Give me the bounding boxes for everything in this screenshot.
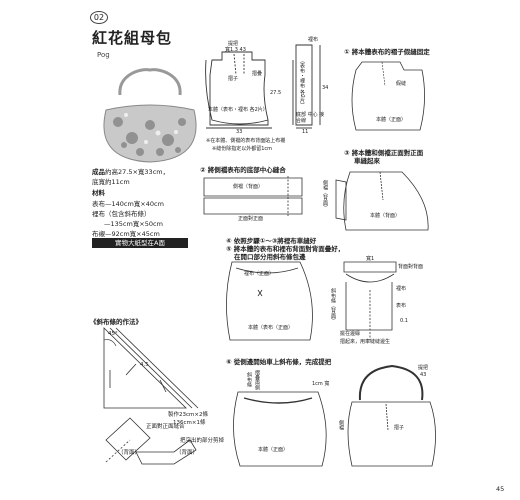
fold-label: 摺子 xyxy=(228,76,239,82)
pattern-note: 實物大紙型在A面 xyxy=(92,238,188,248)
step3-side: 側襠（背面） xyxy=(322,180,328,210)
step4c: 在開口部分用斜布條包邊 xyxy=(234,253,306,261)
handle-label: 提把 xyxy=(228,41,239,47)
bias-title: 《斜布條的作法》 xyxy=(90,318,142,326)
note1: ※在本體、側襠的表布背面貼上布襯 xyxy=(206,138,286,144)
side-h: 34 xyxy=(322,85,329,91)
step4-r7: 摺起來，用車縫縫邊生 xyxy=(340,339,391,345)
width-value: 33 xyxy=(236,129,243,135)
step4a: ④ 依照步驟①～③將裡布車縫好 xyxy=(226,237,317,245)
step3b: 車縫起來 xyxy=(354,157,380,165)
step4-r4: 裡布 xyxy=(396,286,407,292)
bias-back2: （背面） xyxy=(176,450,199,456)
step4-r8: 0.1 xyxy=(400,318,408,324)
bottom-width: 底寬約11cm xyxy=(92,178,130,186)
material-lining: 裡布（包含斜布條） xyxy=(92,210,151,218)
bias-face: 正面對正面縫合 xyxy=(146,424,185,430)
bias-make2: 136cm×1條 xyxy=(173,420,206,426)
step4-r5: 表布 xyxy=(396,303,407,309)
step4-r2: 背面對背面 xyxy=(398,264,424,270)
step6-num: 43 xyxy=(420,372,427,378)
width-label: 寬1.3 43 xyxy=(225,47,246,53)
material-lining-size: —135cm寬×50cm xyxy=(104,220,163,228)
step6: ⑥ 從側邊開始車上斜布條，完成提把 xyxy=(226,358,332,366)
step6-side: 側襠 xyxy=(338,420,344,430)
step4-lining: 裡布（正面） xyxy=(244,271,275,277)
side-w: 11 xyxy=(302,129,309,135)
material-interfacing: 布襯—92cm寬×45cm xyxy=(92,230,160,238)
finished-size: 成品約高27.5×寬33cm， xyxy=(92,168,170,176)
bias-make1: 製作23cm×2條 xyxy=(168,412,208,418)
step4-body: 本體（表布（正面） xyxy=(248,325,294,331)
height-label: 27.5 xyxy=(270,90,282,96)
step2: ② 將側襠表布的底部中心縫合 xyxy=(200,166,286,174)
page-title: 紅花組母包 xyxy=(92,29,173,47)
step4-r6: 擺在邊緣 xyxy=(340,331,361,337)
step2-side: 側襠（背面） xyxy=(233,184,264,190)
step2-face: 正面對正面 xyxy=(238,216,264,222)
main-label: 本體（表布・裡布 各2片） xyxy=(208,107,268,113)
pattern-number-badge: 02 xyxy=(90,11,108,24)
bias-width: 4.5 xyxy=(140,362,149,368)
bias-cut: 把突出的部分剪掉 xyxy=(180,438,225,444)
step4b: ⑤ 將本體的表布和裡布背面對背面疊好， xyxy=(226,245,345,253)
page-subtitle: Pog xyxy=(97,51,110,59)
pleat-label: 摺疊 xyxy=(252,71,263,77)
note2: ※縫份除指定以外都留1cm xyxy=(212,146,272,152)
step1-body: 本體（正面） xyxy=(376,117,407,123)
step6-bias: 斜布條 xyxy=(246,372,252,387)
side-bottom: 底部 中心 接合線 xyxy=(296,112,325,124)
bias-back1: （背面） xyxy=(118,450,141,456)
step6-handle: 提把 xyxy=(418,365,429,371)
step1: ① 將本體表布的褶子假縫固定 xyxy=(344,48,430,56)
step3: ③ 將本體和側襠正面對正面 xyxy=(344,149,424,157)
materials-label: 材料 xyxy=(92,189,105,197)
material-outer: 表布—140cm寬×40cm xyxy=(92,200,164,208)
side-label: （表布・裡布 各2片） xyxy=(299,58,305,108)
page-number: 45 xyxy=(496,485,505,493)
step4-r1: 寬1 xyxy=(366,256,375,262)
step6-l1: 摺疊兩側 xyxy=(254,370,260,390)
bias-angle: 45° xyxy=(108,331,118,337)
step6-body: 本體（正面） xyxy=(258,447,289,453)
step1-fold: 假縫 xyxy=(396,81,407,87)
step6-fold: 摺子 xyxy=(394,425,405,431)
step3-body: 本體（背面） xyxy=(370,213,401,219)
step4-r3: 斜布條（背面） xyxy=(330,288,336,323)
side-top: 裡布 xyxy=(308,37,319,43)
step6-cut: 1cm 寬 xyxy=(312,381,330,387)
